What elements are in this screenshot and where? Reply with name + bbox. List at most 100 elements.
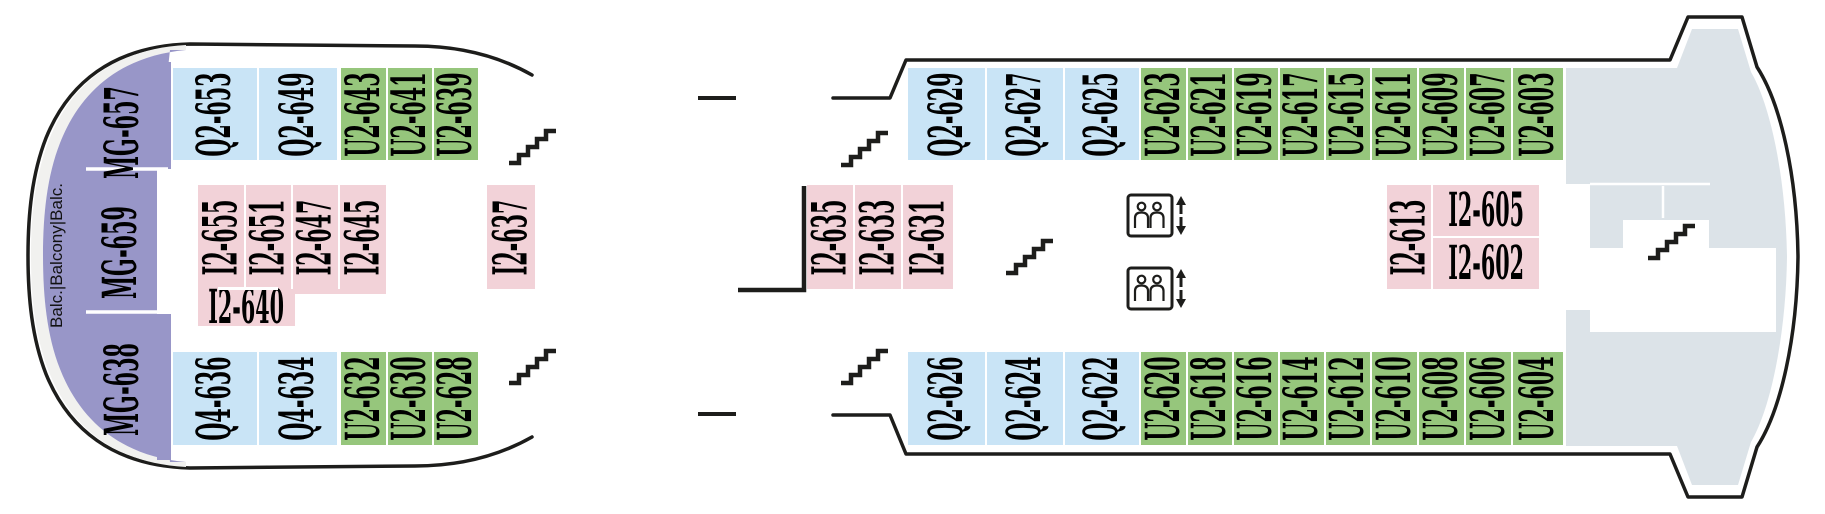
interior-wall	[738, 186, 807, 293]
cabin-u2-639[interactable]: U2-639	[428, 68, 484, 160]
cabin-u2-610[interactable]: U2-610	[1367, 352, 1422, 445]
cabin-label: U2-621	[1182, 71, 1238, 157]
cabin-mg-657[interactable]: MG-657	[94, 70, 150, 195]
cabin-q2-625[interactable]: Q2-625	[1065, 68, 1139, 160]
cabin-label: I2-647	[288, 199, 343, 275]
cabin-q2-649[interactable]: Q2-649	[259, 68, 337, 160]
cabin-u2-616[interactable]: U2-616	[1228, 352, 1284, 445]
cabin-u2-604[interactable]: U2-604	[1510, 352, 1566, 445]
cabin-label: U2-641	[382, 71, 438, 157]
cabin-label: MG-659	[92, 205, 148, 299]
cabin-u2-641[interactable]: U2-641	[382, 68, 438, 160]
cabin-label: U2-623	[1136, 71, 1191, 157]
cabin-u2-606[interactable]: U2-606	[1461, 352, 1516, 445]
cabin-i2-647[interactable]: I2-647	[288, 185, 343, 289]
cabin-u2-621[interactable]: U2-621	[1182, 68, 1238, 160]
cabin-i2-640[interactable]: I2-640	[198, 284, 295, 331]
cabin-i2-631[interactable]: I2-631	[901, 185, 956, 289]
cabin-label: U2-616	[1228, 356, 1284, 441]
cabin-u2-643[interactable]: U2-643	[336, 68, 391, 160]
cabin-label: MG-657	[94, 86, 150, 179]
cabin-u2-607[interactable]: U2-607	[1461, 68, 1516, 160]
cabin-label: I2-602	[1448, 236, 1524, 291]
cabin-u2-619[interactable]: U2-619	[1228, 68, 1284, 160]
cabin-label: Q2-625	[1074, 71, 1130, 157]
cabin-q2-622[interactable]: Q2-622	[1065, 352, 1139, 445]
cabin-u2-611[interactable]: U2-611	[1367, 68, 1422, 160]
cabin-label: I2-645	[335, 199, 391, 275]
cabin-label: Q2-653	[187, 71, 243, 157]
cabin-label: U2-614	[1274, 356, 1330, 441]
cabin-i2-637[interactable]: I2-637	[483, 185, 539, 289]
balcony-strip-label: Balc.|Balcony|Balc.	[36, 118, 76, 393]
cabin-q4-636[interactable]: Q4-636	[173, 352, 257, 445]
cabin-label: Q2-622	[1074, 356, 1130, 441]
cabin-u2-609[interactable]: U2-609	[1414, 68, 1469, 160]
cabin-label: I2-640	[208, 280, 285, 335]
cabin-u2-630[interactable]: U2-630	[382, 352, 438, 445]
cabin-label: U2-606	[1461, 356, 1516, 441]
cabin-u2-617[interactable]: U2-617	[1274, 68, 1330, 160]
cabin-i2-633[interactable]: I2-633	[850, 185, 906, 289]
cabin-label: I2-605	[1448, 183, 1524, 238]
cabin-u2-623[interactable]: U2-623	[1136, 68, 1191, 160]
cabin-i2-602[interactable]: I2-602	[1433, 238, 1539, 289]
cabin-mg-659[interactable]: MG-659	[92, 192, 148, 312]
cabin-i2-655[interactable]: I2-655	[193, 185, 249, 289]
cabin-i2-613[interactable]: I2-613	[1381, 185, 1437, 289]
cabin-label: Q2-629	[919, 71, 975, 157]
cabin-divider	[218, 287, 278, 290]
cabin-label: U2-632	[336, 356, 391, 441]
cabin-label: Q4-634	[270, 356, 326, 441]
cabin-q2-627[interactable]: Q2-627	[987, 68, 1063, 160]
cabin-i2-645[interactable]: I2-645	[335, 185, 391, 289]
cabin-mg-638[interactable]: MG-638	[94, 330, 150, 448]
cabin-u2-614[interactable]: U2-614	[1274, 352, 1330, 445]
cabin-q2-624[interactable]: Q2-624	[987, 352, 1063, 445]
cabin-label: I2-635	[802, 199, 858, 275]
cabin-label: U2-639	[428, 71, 484, 157]
cabin-label: I2-655	[193, 199, 249, 275]
cabin-label: I2-613	[1381, 199, 1437, 275]
cabin-u2-628[interactable]: U2-628	[428, 352, 484, 445]
cabin-label: U2-611	[1367, 71, 1422, 157]
cabin-label: Q2-624	[997, 356, 1053, 441]
cabin-q2-629[interactable]: Q2-629	[908, 68, 985, 160]
cabin-u2-620[interactable]: U2-620	[1136, 352, 1191, 445]
cabin-u2-612[interactable]: U2-612	[1320, 352, 1376, 445]
cabin-label: U2-618	[1182, 356, 1238, 441]
cabin-u2-618[interactable]: U2-618	[1182, 352, 1238, 445]
cabin-i2-605[interactable]: I2-605	[1433, 185, 1539, 236]
cabin-label: U2-617	[1274, 71, 1330, 157]
cabin-q4-634[interactable]: Q4-634	[259, 352, 337, 445]
cabin-label: U2-612	[1320, 356, 1376, 441]
cabin-u2-608[interactable]: U2-608	[1414, 352, 1469, 445]
cabin-q2-653[interactable]: Q2-653	[173, 68, 257, 160]
cabin-label: U2-608	[1414, 356, 1469, 441]
cabin-label: Q2-627	[997, 71, 1053, 157]
cabin-i2-635[interactable]: I2-635	[802, 185, 858, 289]
cabin-q2-626[interactable]: Q2-626	[908, 352, 985, 445]
cabin-u2-615[interactable]: U2-615	[1321, 68, 1376, 160]
balcony-strip-text: Balc.|Balcony|Balc.	[46, 183, 66, 328]
cabin-label: I2-651	[241, 199, 296, 275]
cabin-label: MG-638	[94, 342, 150, 436]
cabin-label: I2-637	[483, 199, 539, 275]
cabin-i2-651[interactable]: I2-651	[241, 185, 296, 289]
cabin-label: U2-620	[1136, 356, 1191, 441]
mg-cabin-region	[43, 50, 186, 462]
cabin-label: U2-628	[428, 356, 484, 441]
cabin-label: U2-604	[1510, 356, 1566, 441]
cabin-label: U2-619	[1228, 71, 1284, 157]
cabin-u2-632[interactable]: U2-632	[336, 352, 391, 445]
cabin-label: U2-603	[1510, 71, 1566, 157]
cabin-u2-603[interactable]: U2-603	[1510, 68, 1566, 160]
cabin-label: Q2-626	[919, 356, 975, 441]
cabin-label: U2-643	[336, 71, 391, 157]
cabin-label: Q4-636	[187, 356, 243, 441]
cabin-label: U2-607	[1461, 71, 1516, 157]
cabin-label: I2-633	[850, 199, 906, 275]
cabin-label: U2-610	[1367, 356, 1422, 441]
cabin-label: U2-630	[382, 356, 438, 441]
